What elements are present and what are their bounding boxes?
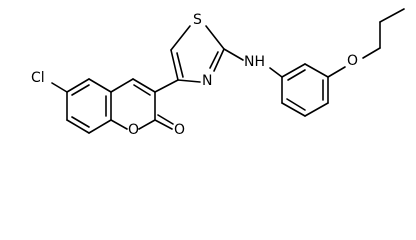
molecule-canvas: Cl O O S N NH O bbox=[31, 8, 405, 138]
bond-double-inner bbox=[71, 116, 90, 128]
ether-oxygen-label: O bbox=[347, 53, 358, 69]
bond bbox=[66, 119, 90, 134]
bond bbox=[157, 114, 174, 125]
sulfur-label: S bbox=[193, 12, 202, 28]
bond bbox=[88, 78, 112, 93]
bond bbox=[51, 82, 68, 93]
bond bbox=[304, 63, 329, 78]
bond bbox=[281, 102, 306, 117]
bond bbox=[223, 48, 244, 61]
bond-double-inner bbox=[71, 84, 90, 96]
chlorine-label: Cl bbox=[31, 70, 45, 86]
bond bbox=[154, 79, 179, 93]
bond-double-inner bbox=[209, 51, 219, 69]
bond bbox=[66, 78, 90, 93]
bond bbox=[379, 8, 405, 23]
ring-oxygen-label: O bbox=[128, 122, 139, 138]
bond bbox=[110, 78, 134, 93]
carbonyl-oxygen-label: O bbox=[174, 122, 185, 138]
thiazole-nitrogen-label: N bbox=[202, 73, 212, 89]
bond bbox=[327, 66, 346, 78]
bond bbox=[110, 119, 128, 130]
bond bbox=[88, 119, 112, 134]
bond bbox=[170, 25, 191, 51]
bond bbox=[170, 49, 179, 81]
bond bbox=[132, 78, 156, 93]
bond bbox=[269, 67, 283, 78]
bond bbox=[213, 48, 225, 72]
bond bbox=[177, 79, 201, 83]
bond-double-inner bbox=[287, 69, 306, 81]
bond bbox=[281, 63, 306, 78]
bond bbox=[154, 119, 173, 130]
bond bbox=[362, 47, 381, 59]
bond bbox=[304, 102, 329, 117]
bond-double-inner bbox=[176, 52, 184, 78]
structure-diagram: Cl O O S N NH O bbox=[31, 8, 405, 138]
bond-double-inner bbox=[133, 84, 151, 96]
amine-label: NH bbox=[244, 54, 265, 70]
bond bbox=[205, 25, 225, 50]
bond-double-inner bbox=[286, 98, 306, 111]
bond bbox=[138, 119, 156, 130]
